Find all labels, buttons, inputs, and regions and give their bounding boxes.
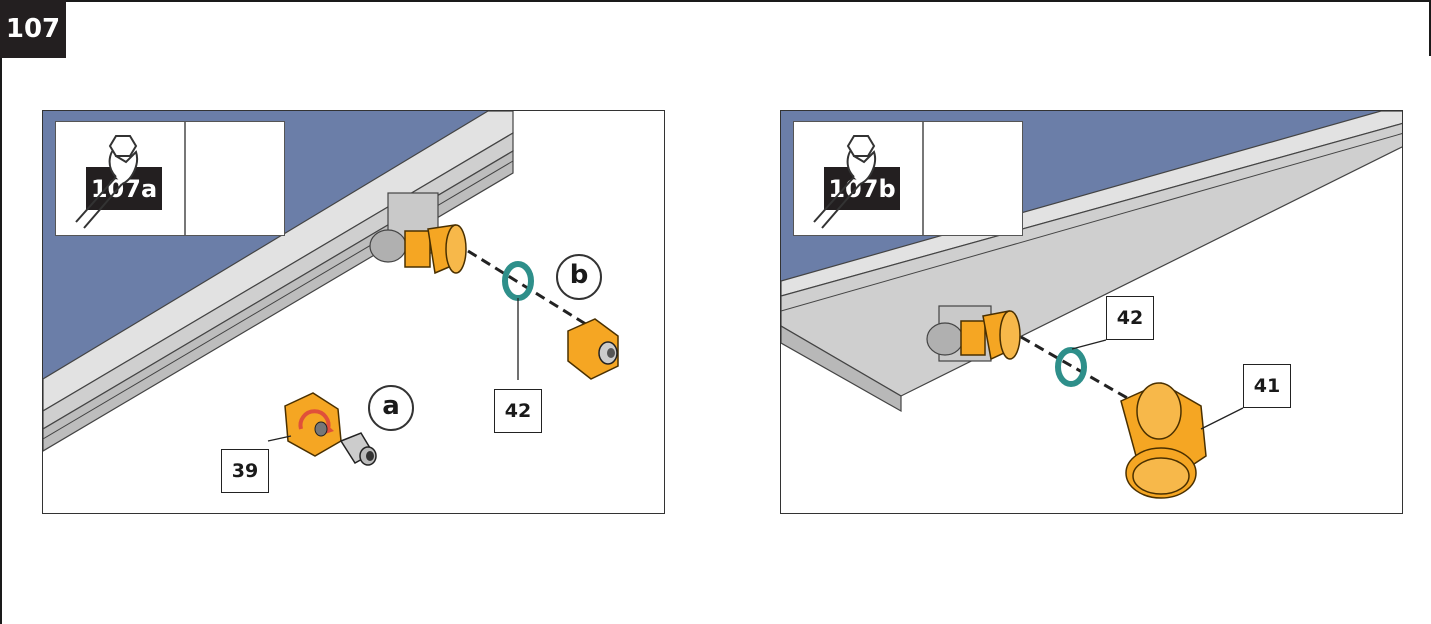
tool-indicator-box: 107b — [793, 121, 1023, 236]
illustration-panel-107a: 107a b a 42 39 — [42, 110, 665, 514]
illustration-panel-107b: 107b 42 41 — [780, 110, 1403, 514]
part-callout-42: 42 — [1106, 296, 1154, 340]
page-frame-top — [0, 0, 1431, 2]
part-callout-42: 42 — [494, 389, 542, 433]
part-callout-41: 41 — [1243, 364, 1291, 408]
part-callout-39: 39 — [221, 449, 269, 493]
step-letter-a: a — [368, 385, 414, 431]
step-letter-b: b — [556, 254, 602, 300]
tool-indicator-box: 107a — [55, 121, 285, 236]
step-number-badge: 107 — [0, 0, 66, 58]
tool-box-divider — [184, 122, 186, 235]
wrench-icon — [56, 122, 154, 234]
tool-box-divider — [922, 122, 924, 235]
page-frame-left — [0, 0, 2, 624]
wrench-icon — [794, 122, 892, 234]
